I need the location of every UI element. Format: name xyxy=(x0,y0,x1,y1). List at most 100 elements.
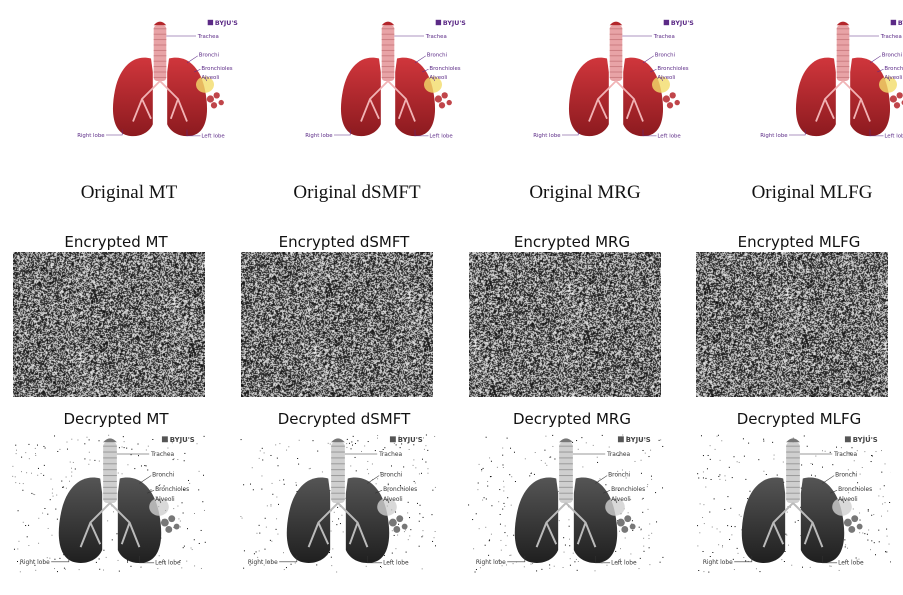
original-lung-image: Trachea Bronchi Bronchioles Alveoli Righ… xyxy=(77,19,238,140)
svg-text:Left lobe: Left lobe xyxy=(611,561,637,567)
decrypted-lung-image: Trachea Bronchi Bronchioles Alveoli Righ… xyxy=(468,434,665,573)
original-title-mrg: Original MRG xyxy=(529,182,641,203)
svg-text:Bronchioles: Bronchioles xyxy=(838,487,872,493)
svg-text:BYJU'S: BYJU'S xyxy=(853,436,878,444)
svg-text:Trachea: Trachea xyxy=(378,452,402,458)
svg-text:Trachea: Trachea xyxy=(833,452,857,458)
byjus-logo: BYJU'S xyxy=(617,436,651,444)
left-lung xyxy=(573,477,618,564)
right-lung xyxy=(741,477,786,564)
trachea xyxy=(609,21,623,81)
svg-text:Right lobe: Right lobe xyxy=(703,560,733,566)
right-lung xyxy=(795,57,836,137)
right-lung xyxy=(112,57,153,137)
byjus-logo: BYJU'S xyxy=(389,436,423,444)
svg-text:Alveoli: Alveoli xyxy=(383,497,403,503)
svg-text:BYJU'S: BYJU'S xyxy=(398,436,423,444)
svg-text:Trachea: Trachea xyxy=(197,34,219,40)
decrypted-image-dsmft: Trachea Bronchi Bronchioles Alveoli Righ… xyxy=(240,428,436,582)
svg-text:Left lobe: Left lobe xyxy=(884,134,903,140)
svg-text:BYJU'S: BYJU'S xyxy=(626,436,651,444)
svg-text:Trachea: Trachea xyxy=(150,452,174,458)
svg-text:Right lobe: Right lobe xyxy=(533,133,561,139)
svg-text:Bronchioles: Bronchioles xyxy=(383,487,417,493)
encrypted-title-mlfg: Encrypted MLFG xyxy=(737,233,861,251)
encrypted-title-dsmft: Encrypted dSMFT xyxy=(278,233,410,251)
original-lung-image: Trachea Bronchi Bronchioles Alveoli Righ… xyxy=(533,19,694,140)
svg-text:Bronchi: Bronchi xyxy=(152,473,175,479)
svg-text:Bronchioles: Bronchioles xyxy=(429,66,460,72)
encrypted-title-mt: Encrypted MT xyxy=(64,233,168,251)
original-title-dsmft: Original dSMFT xyxy=(293,182,421,203)
original-title-mt: Original MT xyxy=(80,182,178,203)
svg-text:Bronchioles: Bronchioles xyxy=(155,487,189,493)
byjus-logo: BYJU'S xyxy=(890,19,903,27)
decrypted-title-dsmft: Decrypted dSMFT xyxy=(277,410,411,428)
byjus-logo: BYJU'S xyxy=(663,19,694,27)
svg-text:Trachea: Trachea xyxy=(880,34,902,40)
original-image-mlfg: Trachea Bronchi Bronchioles Alveoli Righ… xyxy=(753,18,903,148)
svg-text:Left lobe: Left lobe xyxy=(429,134,453,140)
svg-text:BYJU'S: BYJU'S xyxy=(170,436,195,444)
svg-text:BYJU'S: BYJU'S xyxy=(898,20,903,27)
svg-text:Right lobe: Right lobe xyxy=(77,133,105,139)
svg-text:Alveoli: Alveoli xyxy=(657,75,675,81)
svg-text:Right lobe: Right lobe xyxy=(760,133,788,139)
svg-text:Right lobe: Right lobe xyxy=(476,560,506,566)
encrypted-image-mt xyxy=(13,252,205,397)
trachea xyxy=(559,438,573,503)
encrypted-title-mrg: Encrypted MRG xyxy=(513,233,631,251)
svg-text:Alveoli: Alveoli xyxy=(838,497,858,503)
trachea xyxy=(103,438,117,503)
svg-text:Alveoli: Alveoli xyxy=(201,75,219,81)
svg-text:Bronchi: Bronchi xyxy=(199,53,219,59)
encrypted-image-dsmft xyxy=(241,252,433,397)
svg-text:Alveoli: Alveoli xyxy=(884,75,902,81)
encrypted-image-mlfg xyxy=(696,252,888,397)
original-image-mt: Trachea Bronchi Bronchioles Alveoli Righ… xyxy=(70,18,250,148)
decrypted-title-mrg: Decrypted MRG xyxy=(513,410,631,428)
encrypted-image-mrg xyxy=(469,252,661,397)
trachea xyxy=(786,438,800,503)
original-lung-image: Trachea Bronchi Bronchioles Alveoli Righ… xyxy=(305,19,466,140)
svg-text:Trachea: Trachea xyxy=(425,34,447,40)
svg-text:BYJU'S: BYJU'S xyxy=(215,20,238,27)
trachea xyxy=(381,21,395,81)
decrypted-image-mrg: Trachea Bronchi Bronchioles Alveoli Righ… xyxy=(468,428,665,582)
svg-text:Bronchi: Bronchi xyxy=(427,53,447,59)
byjus-logo: BYJU'S xyxy=(435,19,466,27)
svg-text:Right lobe: Right lobe xyxy=(248,560,278,566)
decrypted-lung-image: Trachea Bronchi Bronchioles Alveoli Righ… xyxy=(697,434,892,573)
left-lung xyxy=(850,57,891,137)
svg-text:Alveoli: Alveoli xyxy=(429,75,447,81)
encrypted-noise-image xyxy=(241,252,433,397)
svg-text:Left lobe: Left lobe xyxy=(383,561,409,567)
svg-text:Bronchi: Bronchi xyxy=(608,473,631,479)
svg-text:Bronchi: Bronchi xyxy=(380,473,403,479)
svg-text:Bronchi: Bronchi xyxy=(655,53,675,59)
svg-text:Bronchioles: Bronchioles xyxy=(611,487,645,493)
trachea xyxy=(836,21,850,81)
right-lung xyxy=(58,477,103,564)
svg-text:Trachea: Trachea xyxy=(653,34,675,40)
decrypted-title-mlfg: Decrypted MLFG xyxy=(736,410,862,428)
original-title-mlfg: Original MLFG xyxy=(751,182,873,203)
svg-text:Left lobe: Left lobe xyxy=(201,134,225,140)
decrypted-image-mlfg: Trachea Bronchi Bronchioles Alveoli Righ… xyxy=(695,428,892,582)
decrypted-lung-image: Trachea Bronchi Bronchioles Alveoli Righ… xyxy=(12,434,206,573)
svg-text:Bronchioles: Bronchioles xyxy=(657,66,688,72)
byjus-logo: BYJU'S xyxy=(161,436,195,444)
encrypted-noise-image xyxy=(469,252,661,397)
decrypted-title-mt: Decrypted MT xyxy=(63,410,169,428)
svg-text:Right lobe: Right lobe xyxy=(305,133,333,139)
svg-text:Trachea: Trachea xyxy=(606,452,630,458)
right-lung xyxy=(568,57,609,137)
svg-text:Alveoli: Alveoli xyxy=(155,497,175,503)
trachea xyxy=(153,21,167,81)
left-lung xyxy=(395,57,436,137)
trachea xyxy=(331,438,345,503)
svg-text:Left lobe: Left lobe xyxy=(155,561,181,567)
svg-text:BYJU'S: BYJU'S xyxy=(443,20,466,27)
decrypted-lung-image: Trachea Bronchi Bronchioles Alveoli Righ… xyxy=(240,434,436,573)
left-lung xyxy=(623,57,664,137)
